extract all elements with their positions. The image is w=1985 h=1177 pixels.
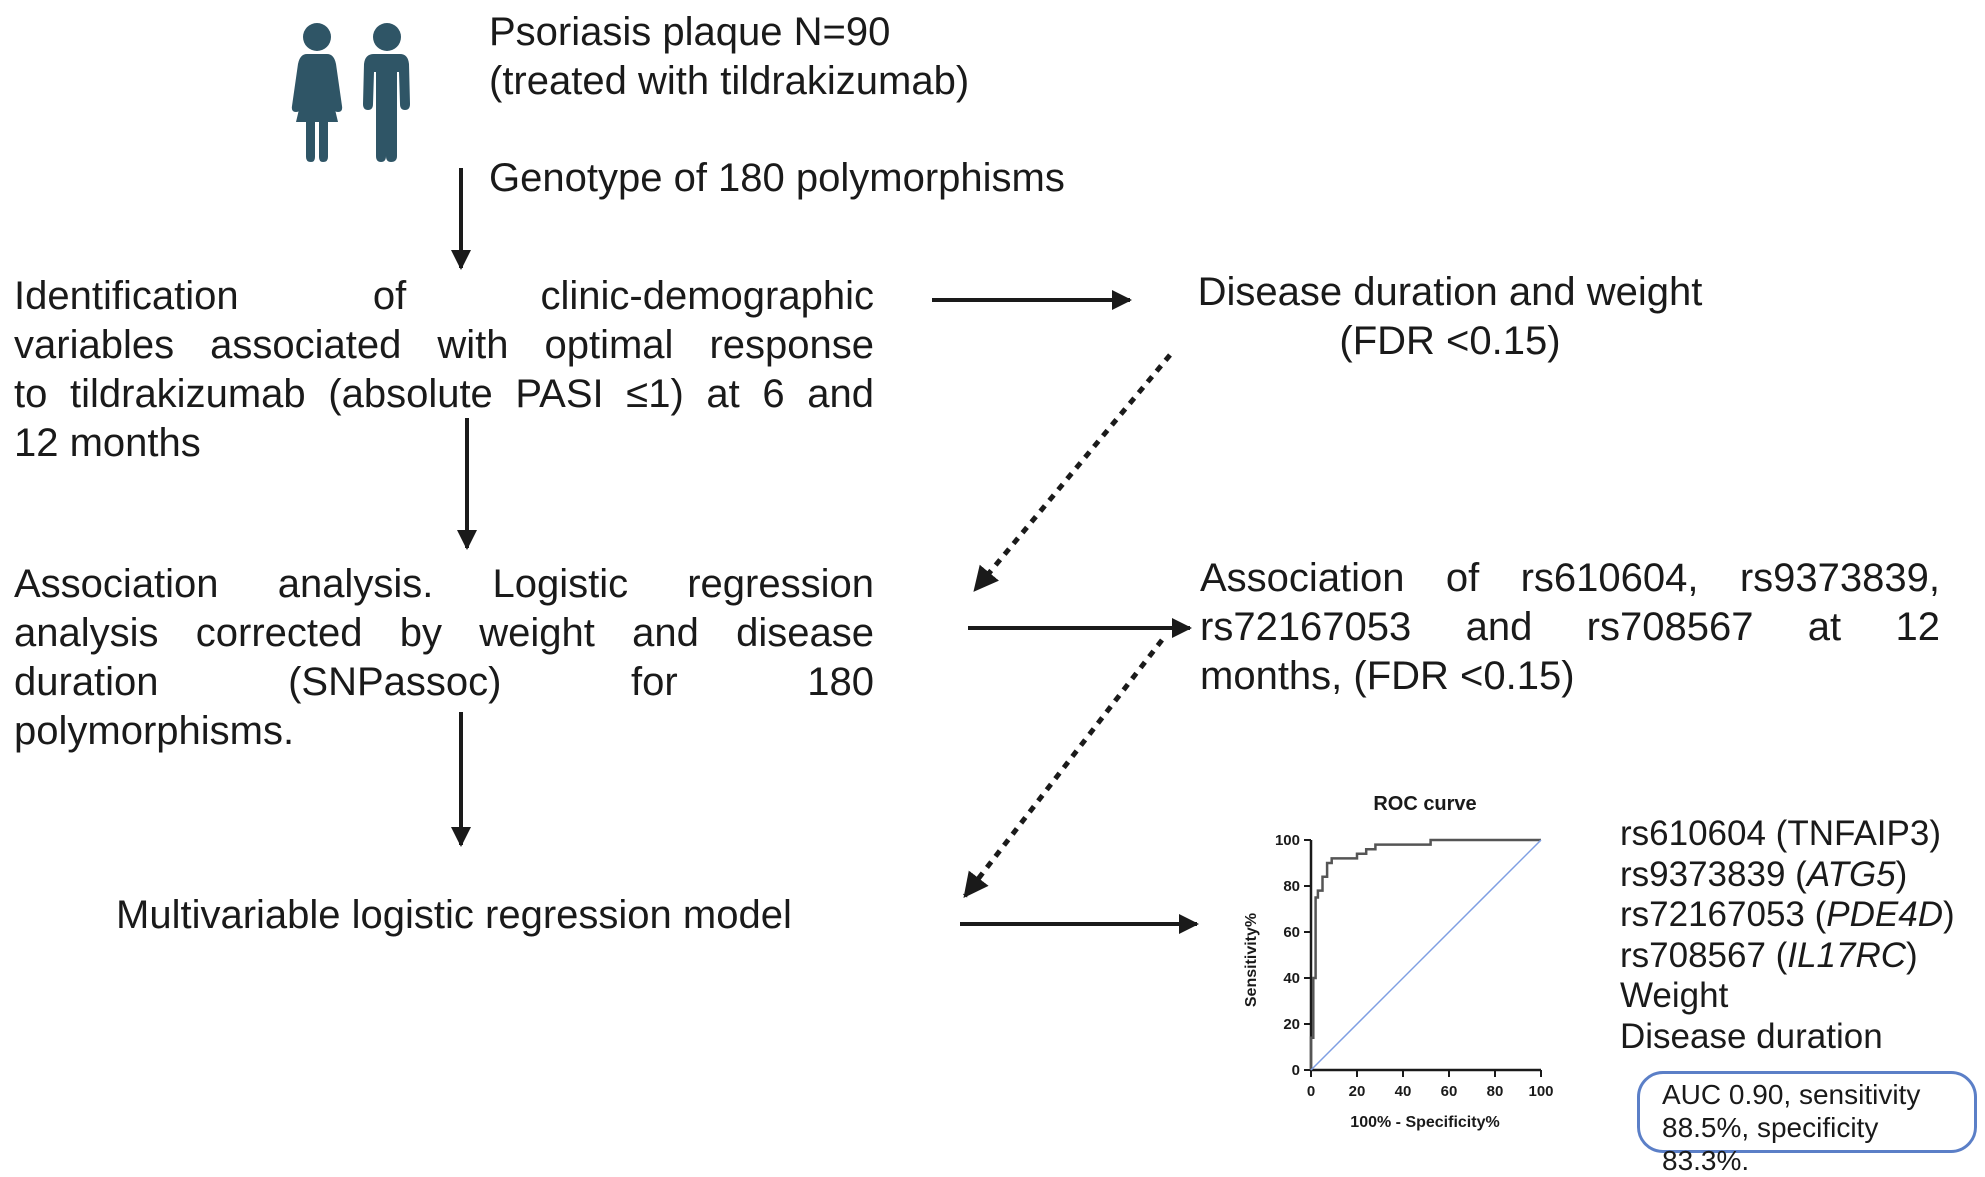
model-variable: Weight	[1620, 976, 1729, 1015]
auc-line-1: AUC 0.90, sensitivity	[1662, 1079, 1921, 1110]
step-1-text: Identification of clinic-demographic var…	[14, 272, 874, 468]
step-2-line: analysis corrected by weight and disease	[14, 611, 874, 655]
result-2-text: Association of rs610604, rs9373839, rs72…	[1200, 554, 1940, 701]
cohort-line-1: Psoriasis plaque N=90	[489, 10, 891, 54]
chart-title: ROC curve	[1373, 793, 1476, 815]
variable-gene: IL17RC	[1787, 935, 1907, 975]
dotted-arrow-result2-to-model	[963, 638, 1164, 898]
variable-gene: PDE4D	[1826, 895, 1943, 934]
y-tick-label: 80	[1283, 878, 1300, 895]
y-tick-label: 60	[1283, 924, 1300, 941]
result-1-line-2: (FDR <0.15)	[1339, 319, 1561, 363]
x-tick-label: 60	[1441, 1083, 1458, 1100]
step-1-line: Identification of clinic-demographic	[14, 274, 874, 318]
variable-snp: rs610604	[1620, 814, 1766, 853]
x-tick-label: 0	[1307, 1083, 1315, 1100]
step-2-text: Association analysis. Logistic regressio…	[14, 560, 874, 756]
chart-y-label: Sensitivity%	[1243, 913, 1260, 1007]
x-tick-label: 80	[1487, 1083, 1504, 1100]
y-tick-label: 100	[1275, 832, 1300, 849]
x-tick-label: 40	[1395, 1083, 1412, 1100]
y-tick-label: 20	[1283, 1016, 1300, 1033]
reference-line	[1310, 839, 1542, 1071]
y-tick-label: 0	[1292, 1062, 1300, 1079]
model-variables-list: rs610604 (TNFAIP3) rs9373839 (ATG5) rs72…	[1620, 814, 1955, 1057]
result-1-text: Disease duration and weight (FDR <0.15)	[1160, 268, 1740, 366]
x-tick-label: 100	[1528, 1083, 1553, 1100]
result-2-line: months, (FDR <0.15)	[1200, 654, 1575, 698]
genotype-label: Genotype of 180 polymorphisms	[489, 156, 1065, 200]
result-2-line: Association of rs610604, rs9373839,	[1200, 556, 1940, 600]
model-variable: rs9373839 (ATG5)	[1620, 854, 1908, 894]
model-variable: rs72167053 (PDE4D)	[1620, 895, 1955, 934]
result-1-line-1: Disease duration and weight	[1197, 270, 1703, 314]
model-variable: rs708567 (IL17RC)	[1620, 935, 1918, 975]
result-2-line: rs72167053 and rs708567 at 12	[1200, 605, 1940, 649]
model-variable: Disease duration	[1620, 1016, 1883, 1056]
step-1-line: 12 months	[14, 421, 201, 465]
y-tick-label: 40	[1283, 970, 1300, 987]
step-2-line: polymorphisms.	[14, 709, 295, 753]
people-icon	[291, 23, 410, 162]
model-variable: rs610604 (TNFAIP3)	[1620, 814, 1941, 853]
step-1-line: variables associated with optimal respon…	[14, 323, 874, 367]
variable-snp: rs72167053	[1620, 895, 1805, 934]
roc-curve-line	[1309, 838, 1541, 1070]
step-1-line: to tildrakizumab (absolute PASI ≤1) at 6…	[14, 372, 874, 416]
cohort-line-2: (treated with tildrakizumab)	[489, 59, 970, 103]
cohort-label: Psoriasis plaque N=90 (treated with tild…	[489, 8, 969, 106]
variable-snp: rs9373839	[1620, 854, 1786, 894]
step-2-line: Association analysis. Logistic regressio…	[14, 562, 874, 606]
variable-gene: ATG5	[1806, 854, 1896, 894]
x-tick-label: 20	[1349, 1083, 1366, 1100]
dotted-arrow-result1-to-step2	[973, 353, 1172, 592]
variable-gene: TNFAIP3	[1787, 814, 1930, 853]
variable-snp: rs708567	[1620, 935, 1766, 975]
step-3-text: Multivariable logistic regression model	[116, 893, 792, 937]
step-2-line: duration (SNPassoc) for 180	[14, 660, 874, 704]
chart-x-label: 100% - Specificity%	[1350, 1114, 1499, 1131]
